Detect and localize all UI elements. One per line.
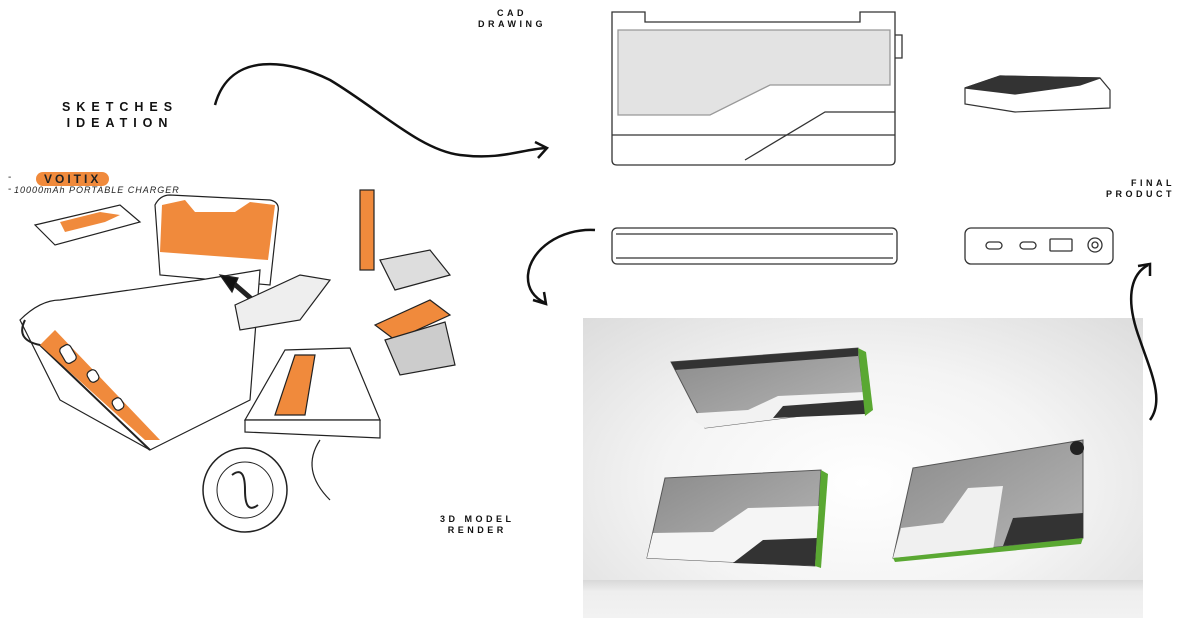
- render-panel: [583, 318, 1143, 618]
- render-product-left: [646, 469, 828, 568]
- label-line: FINAL: [1131, 178, 1175, 188]
- cad-side-view: [611, 227, 898, 265]
- label-line: IDEATION: [66, 115, 174, 130]
- sketch-subtitle: 10000mAh PORTABLE CHARGER: [14, 185, 180, 195]
- cad-top-view: [611, 11, 903, 166]
- sketch-brand-label: VOITIX: [36, 172, 110, 186]
- label-line: 3D MODEL: [440, 514, 515, 524]
- bullet: -: [8, 184, 12, 195]
- stage-label-sketches: SKETCHES IDEATION: [62, 100, 178, 131]
- arrow-cad-to-render: [526, 228, 596, 305]
- render-floor: [583, 580, 1143, 618]
- label-line: PRODUCT: [1106, 189, 1175, 200]
- bullet: -: [8, 172, 12, 183]
- render-products: [646, 347, 1084, 568]
- packaging-stamp-logo: [202, 447, 288, 533]
- cad-perspective-view: [964, 75, 1111, 113]
- sketch-drawings: [19, 189, 456, 501]
- arrow-render-to-final: [1129, 263, 1158, 421]
- label-line: DRAWING: [478, 19, 546, 30]
- stage-label-cad: CAD DRAWING: [478, 8, 546, 31]
- arrow-sketch-to-cad: [213, 62, 546, 158]
- stage-label-final: FINAL PRODUCT: [1106, 178, 1175, 201]
- stage-label-render: 3D MODEL RENDER: [440, 514, 515, 537]
- render-product-right: [892, 439, 1084, 562]
- render-product-top: [670, 347, 873, 429]
- label-line: SKETCHES: [62, 100, 179, 114]
- label-line: RENDER: [447, 525, 507, 536]
- label-line: CAD: [497, 8, 527, 18]
- cad-end-view: [964, 227, 1114, 265]
